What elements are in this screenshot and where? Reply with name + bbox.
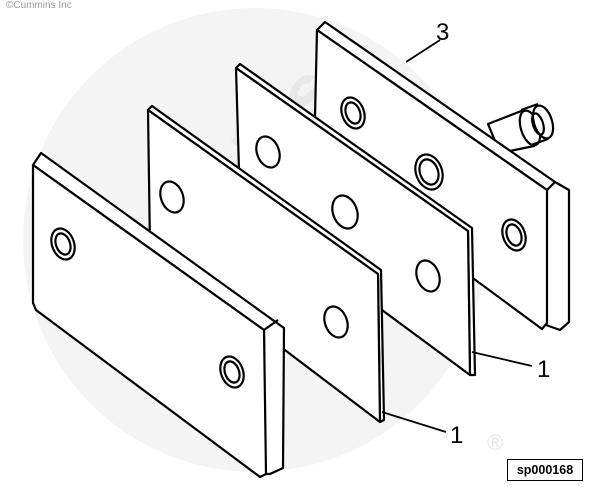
callout-shim-b: 1	[450, 422, 463, 449]
rear-shim	[234, 62, 477, 377]
part-code-label: sp000168	[507, 459, 583, 481]
front-plate	[31, 151, 286, 479]
callout-bracket: 3	[436, 19, 449, 46]
registered-mark: ®	[487, 430, 503, 455]
leader-lines	[381, 39, 533, 433]
front-shim	[146, 104, 386, 424]
callout-shim-a: 1	[537, 356, 550, 383]
leader-shim-a	[471, 351, 533, 367]
leader-bracket	[405, 39, 441, 63]
copyright-notice: ©Cummins Inc	[6, 0, 72, 11]
back-plate-with-stud	[312, 20, 571, 332]
leader-shim-b	[381, 411, 447, 433]
stud	[486, 102, 555, 155]
